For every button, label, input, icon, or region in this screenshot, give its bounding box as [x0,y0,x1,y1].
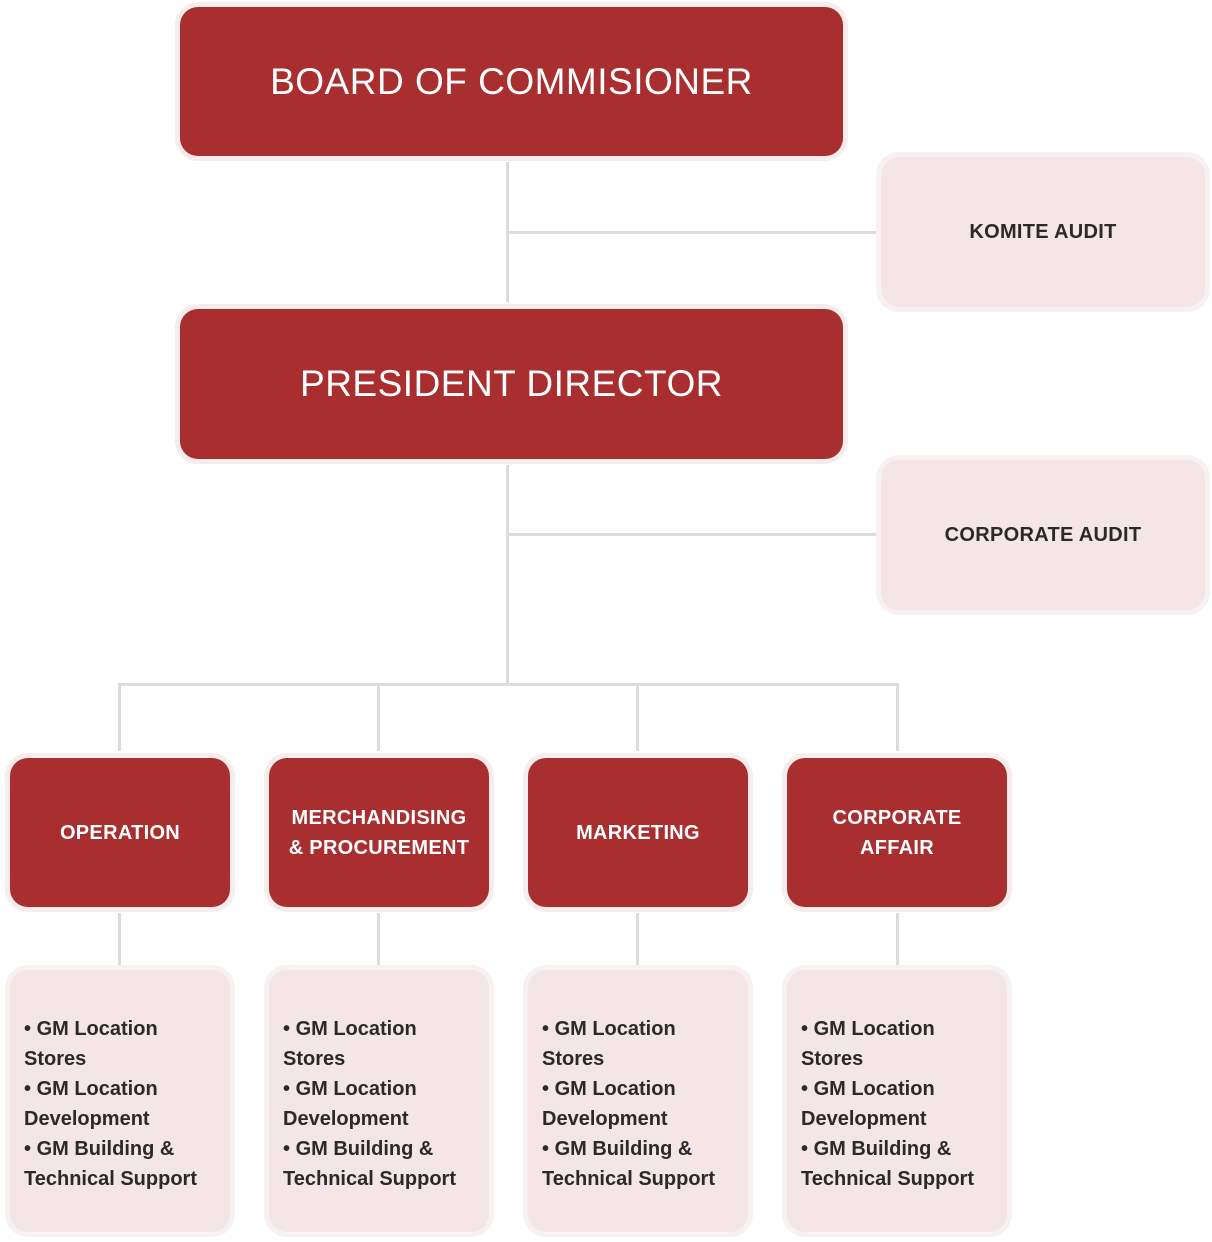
list-item: GM Location Development [542,1074,738,1134]
department-label-line: MERCHANDISING [291,806,467,829]
department-label-line: MARKETING [576,821,700,844]
connector-corporate-affair-list [896,913,899,965]
list-item: GM Location Development [24,1074,220,1134]
president-director-label: PRESIDENT DIRECTOR [300,363,723,404]
department-marketing-label: MARKETING [566,818,710,848]
department-corporate-affair-label: CORPORATE AFFAIR [823,803,972,863]
list-item: GM Location Stores [801,1014,997,1074]
marketing-sub-unit-list: GM Location Stores GM Location Developme… [542,1014,738,1194]
connector-dept-corporate-affair [896,683,899,751]
connector-merchandising-list [377,913,380,965]
board-of-commisioner-label: BOARD OF COMMISIONER [270,60,753,102]
department-label-line: & PROCUREMENT [288,836,470,859]
list-item: GM Building & Technical Support [542,1134,738,1194]
connector-departments-bus [118,683,899,686]
list-item: GM Location Development [801,1074,997,1134]
marketing-sub-units: GM Location Stores GM Location Developme… [528,970,748,1232]
corporate-audit-box: CORPORATE AUDIT [881,460,1205,610]
connector-komite-audit [506,231,876,234]
merchandising-sub-units: GM Location Stores GM Location Developme… [269,970,489,1232]
department-operation-box: OPERATION [10,758,230,907]
corporate-affair-sub-unit-list: GM Location Stores GM Location Developme… [801,1014,997,1194]
list-item: GM Building & Technical Support [283,1134,479,1194]
board-of-commisioner-box: BOARD OF COMMISIONER [180,7,843,156]
connector-president-departments [506,465,509,685]
list-item: GM Location Stores [542,1014,738,1074]
list-item: GM Building & Technical Support [24,1134,220,1194]
department-marketing-box: MARKETING [528,758,748,907]
connector-dept-operation [118,683,121,751]
department-merchandising-box: MERCHANDISING & PROCUREMENT [269,758,489,907]
department-operation-label: OPERATION [50,818,190,848]
corporate-audit-label: CORPORATE AUDIT [944,523,1142,546]
connector-operation-list [118,913,121,965]
department-label-line: CORPORATE [832,806,962,829]
department-label-line: OPERATION [59,821,181,844]
list-item: GM Location Stores [283,1014,479,1074]
list-item: GM Location Stores [24,1014,220,1074]
connector-dept-marketing [636,683,639,751]
operation-sub-units: GM Location Stores GM Location Developme… [10,970,230,1232]
operation-sub-unit-list: GM Location Stores GM Location Developme… [24,1014,220,1194]
president-director-box: PRESIDENT DIRECTOR [180,309,843,459]
connector-marketing-list [636,913,639,965]
connector-corporate-audit [506,533,876,536]
connector-dept-merchandising [377,683,380,751]
list-item: GM Building & Technical Support [801,1134,997,1194]
department-corporate-affair-box: CORPORATE AFFAIR [787,758,1007,907]
department-label-line: AFFAIR [859,836,935,859]
corporate-affair-sub-units: GM Location Stores GM Location Developme… [787,970,1007,1232]
department-merchandising-label: MERCHANDISING & PROCUREMENT [279,803,480,863]
komite-audit-label: KOMITE AUDIT [969,220,1117,243]
list-item: GM Location Development [283,1074,479,1134]
komite-audit-box: KOMITE AUDIT [881,157,1205,307]
merchandising-sub-unit-list: GM Location Stores GM Location Developme… [283,1014,479,1194]
